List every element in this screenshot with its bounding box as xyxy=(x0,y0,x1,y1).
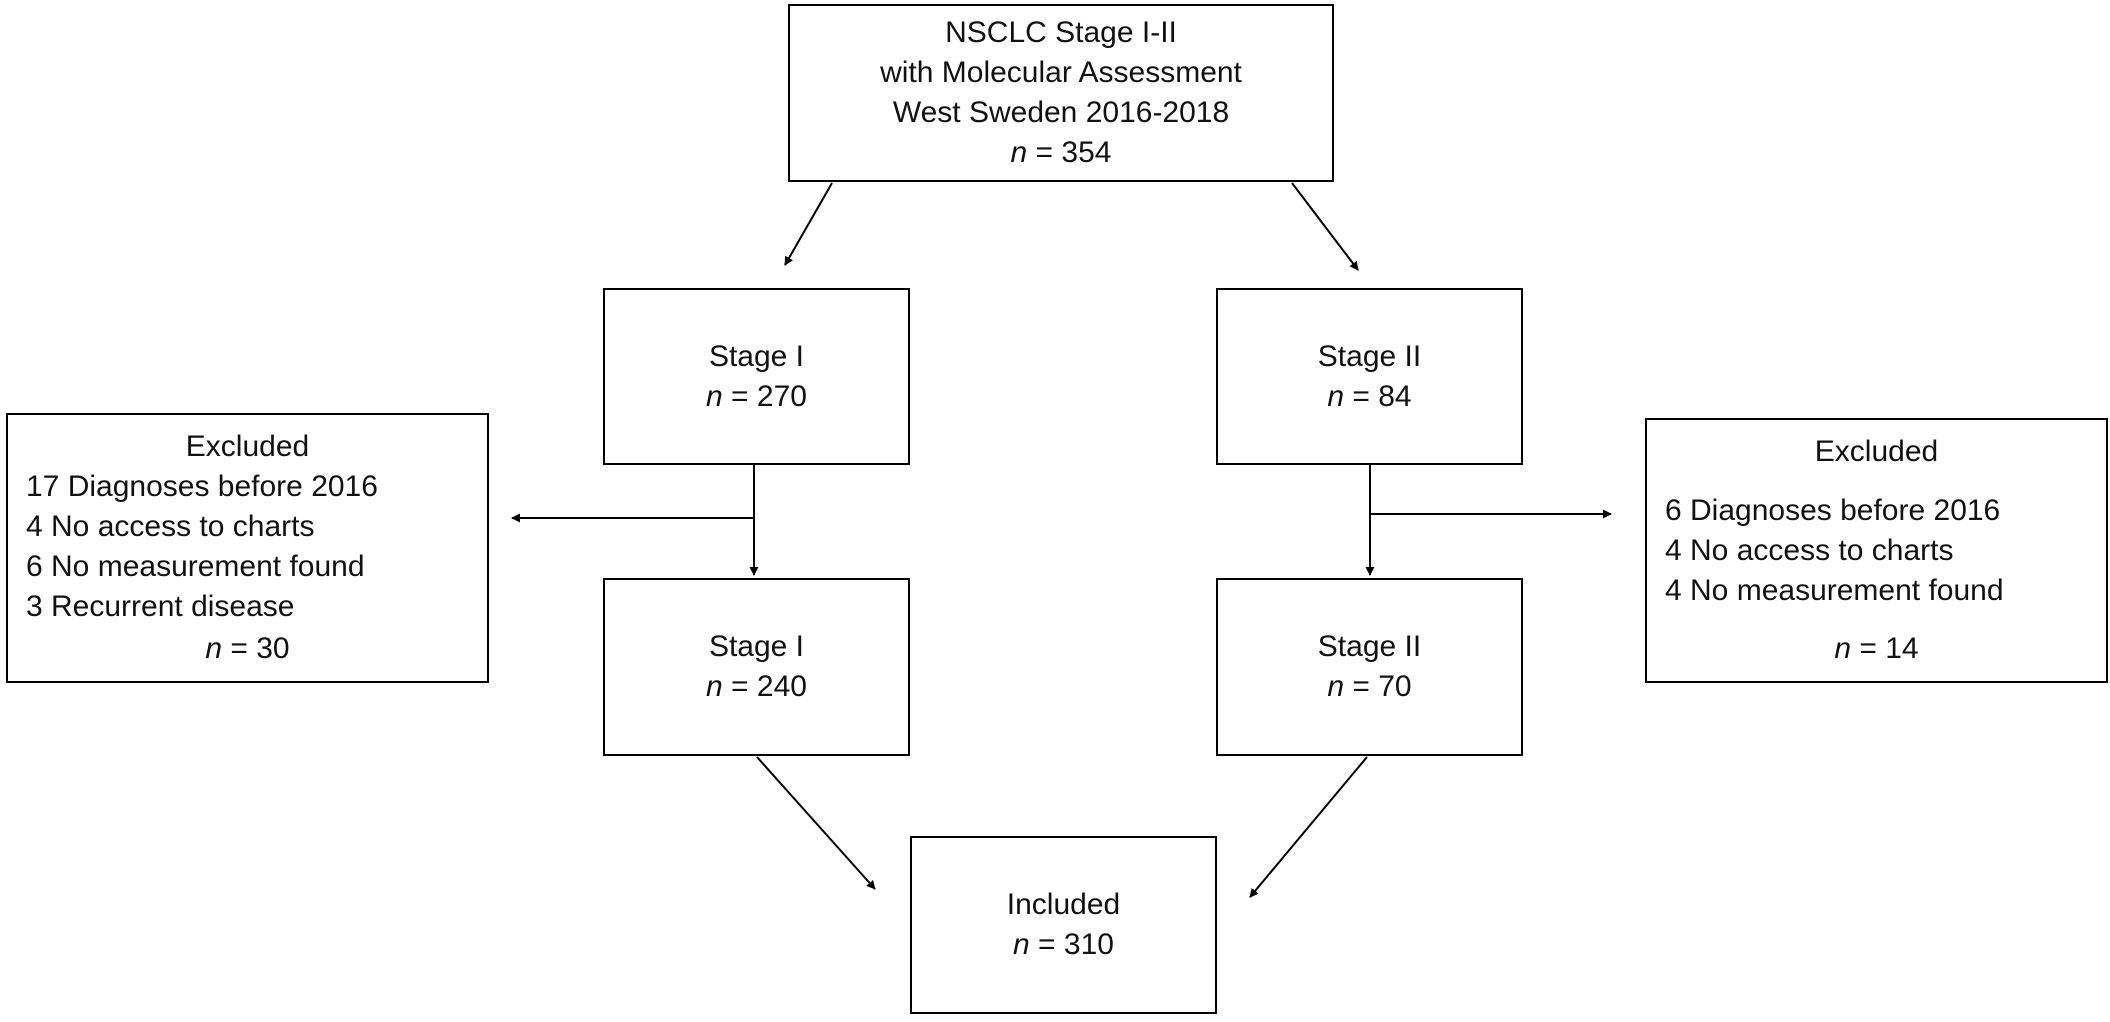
stage2-final-n: n = 70 xyxy=(1327,670,1412,703)
stage2-initial-n: n = 84 xyxy=(1327,379,1412,413)
excluded-left-item: 4 No access to charts xyxy=(26,510,315,543)
box-stage2-final: Stage II n = 70 xyxy=(1216,578,1523,756)
excluded-right-item: 6 Diagnoses before 2016 xyxy=(1665,493,2001,527)
excluded-right-item: 4 No access to charts xyxy=(1665,533,1954,567)
included-n: n = 310 xyxy=(1013,928,1114,961)
excluded-left-item: 6 No measurement found xyxy=(26,550,365,583)
cohort-line-2: with Molecular Assessment xyxy=(880,56,1242,89)
box-stage2-initial: Stage II n = 84 xyxy=(1216,288,1523,465)
box-stage1-final: Stage I n = 240 xyxy=(603,578,910,756)
stage2-initial-title: Stage II xyxy=(1317,339,1422,373)
excluded-left-n: n = 30 xyxy=(205,632,290,665)
box-stage1-initial: Stage I n = 270 xyxy=(603,288,910,465)
box-cohort: NSCLC Stage I-II with Molecular Assessme… xyxy=(788,4,1334,182)
excluded-left-item: 3 Recurrent disease xyxy=(26,590,295,623)
box-excluded-left: Excluded 17 Diagnoses before 2016 4 No a… xyxy=(6,413,489,683)
stage1-initial-n: n = 270 xyxy=(706,379,807,413)
arrow-top-to-stage2 xyxy=(1291,182,1359,271)
excluded-left-title: Excluded xyxy=(185,430,310,463)
stage2-final-title: Stage II xyxy=(1317,630,1422,663)
stage1-final-n: n = 240 xyxy=(706,670,807,703)
arrow-stage1-to-included xyxy=(756,756,876,890)
box-included: Included n = 310 xyxy=(910,836,1217,1014)
excluded-right-title: Excluded xyxy=(1814,435,1939,468)
box-excluded-right: Excluded 6 Diagnoses before 2016 4 No ac… xyxy=(1645,418,2108,683)
excluded-right-n: n = 14 xyxy=(1834,632,1919,665)
cohort-n: n = 354 xyxy=(1010,136,1112,169)
included-title: Included xyxy=(1006,888,1121,921)
stage1-initial-title: Stage I xyxy=(708,339,805,373)
stage1-final-title: Stage I xyxy=(708,630,805,663)
cohort-line-3: West Sweden 2016-2018 xyxy=(892,96,1230,129)
excluded-left-item: 17 Diagnoses before 2016 xyxy=(26,470,378,503)
excluded-right-item: 4 No measurement found xyxy=(1665,573,2004,607)
cohort-line-1: NSCLC Stage I-II xyxy=(945,16,1177,49)
arrow-top-to-stage1 xyxy=(784,182,833,266)
arrow-stage2-to-included xyxy=(1249,756,1368,898)
